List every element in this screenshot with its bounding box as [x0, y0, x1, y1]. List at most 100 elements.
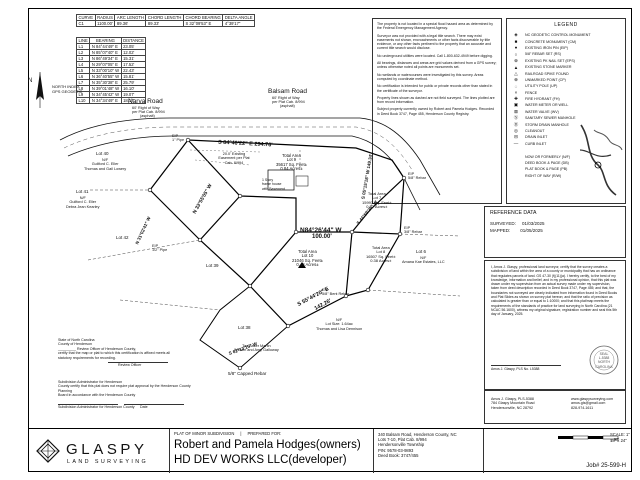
capped-rebar-label: 5/8" Capped Rebar — [228, 371, 267, 376]
legend-symbol-icon: × — [514, 90, 518, 96]
prepared-label: PREPARED FOR: — [247, 431, 282, 436]
lot-9-boundary — [187, 139, 405, 233]
monument-pin — [343, 293, 349, 299]
legend-item: ◎ CLEANOUT — [511, 128, 621, 134]
legend-label: RAILROAD SPIKE FOUND — [525, 71, 569, 76]
legend-item: ● EXISTING IRON PIN (EIP) — [511, 45, 621, 51]
lot-8-area: Total Area Lot 8 16507 Sq. Feet± 0.38 Ac… — [366, 245, 396, 264]
line-cell: N 34°34'49" E — [89, 97, 122, 104]
rebar-label-ne: EIP 5/8" Rebar — [408, 172, 427, 181]
narva-road-plat: per Plat Cab. 8/994 — [132, 110, 165, 114]
lot-6-owner: N/F Amana Kae Estates, LLC — [402, 256, 445, 265]
curve-cell: 4°39'17" — [222, 20, 256, 27]
legend-label: FIRE HYDRANT (FH) — [525, 97, 560, 102]
title-block: GLASPY LAND SURVEYING PLAT OF MINOR SUBD… — [28, 428, 632, 473]
review-officer-signature: Review Officer — [118, 363, 142, 367]
legend-item: ⊕UNMARKED POINT (CP) — [511, 77, 621, 83]
legend-symbol-icon: ◎ — [514, 128, 518, 134]
legend-item: ▣WATER METER OR WELL — [511, 102, 621, 108]
legend-item: ⊠WATER VALVE (WV) — [511, 109, 621, 115]
balsam-road-plat: per Plat Cab. 8/994 — [272, 100, 305, 104]
legend-label: EXISTING STONE MARKER — [525, 65, 572, 70]
monument-pin — [147, 187, 153, 193]
vicinity-map — [576, 120, 624, 200]
legend-symbol-icon: ○ — [514, 51, 518, 57]
legend-item: NOW OR FORMERLY (N/F) — [511, 153, 621, 159]
property-pin: PIN: 9578-03-9893 — [378, 447, 414, 453]
lot-40-owner: N/F Guilford C. Eller Thomas and Gail Lo… — [84, 158, 127, 171]
bent-rebar-label: EIP 5/8" Bent Rebar — [322, 288, 349, 297]
seal-line3: NORTH CAROLINA — [595, 360, 613, 369]
table-row: C1 1100.00' 89.36' 89.33' S 32°09'53" E … — [76, 20, 256, 27]
lot-10-west-boundary — [199, 195, 297, 287]
monument-pin — [247, 283, 253, 289]
pipe-label-w: EIP 1/2" Pipe — [152, 244, 168, 253]
legend-label: EXISTING PK NAIL SET (EPS) — [525, 58, 575, 63]
vicinity-map-graphic — [579, 124, 623, 196]
survey-note: All bearings, distances and areas are gr… — [377, 61, 497, 70]
west-boundary — [149, 139, 201, 241]
subdivision-signature: Subdivision Administrator for Henderson … — [58, 405, 135, 409]
north-label: NORTH INDEX — [52, 84, 80, 89]
plat-label: PLAT OF MINOR SUBDIVISION — [174, 431, 235, 436]
company-logo-sub: LAND SURVEYING — [67, 459, 149, 465]
lot-7-area: Total Area Lot 7 15993 Sq. Feet± 0.37 Ac… — [362, 191, 392, 210]
contact-address1: 784 Glaspy Mountain Road — [491, 401, 535, 406]
mapped-label: MAPPED: — [490, 228, 511, 233]
curve-cell: S 32°09'53" E — [182, 20, 224, 27]
contact-email: amos.gls@gmail.com — [571, 401, 606, 406]
adjoiner-southwest-owner: Tax Baker Martin William and Amy Gallowa… — [234, 344, 279, 353]
date-label: Date — [140, 405, 148, 409]
legend-label: CLEANOUT — [525, 129, 545, 134]
narva-road-row: 60' Right of Way — [132, 106, 160, 110]
legend-symbol-icon: ◌ — [514, 83, 518, 89]
legend-symbol-icon: ▣ — [513, 102, 519, 108]
legend-symbol-icon: ■ — [514, 39, 518, 45]
legend-item: PLAT BOOK & PAGE (PB) — [511, 166, 621, 172]
balsam-road-label: Balsam Road — [268, 88, 308, 95]
balsam-road-edge-north — [200, 117, 441, 196]
signature-line: Amos J. Glaspy, PLS No. L5388 — [491, 367, 540, 371]
south-boundary — [199, 285, 289, 369]
legend-symbol-icon: ⊕ — [514, 76, 518, 82]
logo-cell: GLASPY LAND SURVEYING — [28, 429, 170, 473]
legend-label: RIGHT OF WAY (R/W) — [525, 173, 562, 178]
property-lots: Lots 7-10, Plat Cab. 8/994 — [378, 437, 427, 443]
surveyor-certificate: I, Amos J. Glaspy, professional land sur… — [484, 260, 626, 390]
legend-label: STORM DRAIN MANHOLE — [525, 122, 569, 127]
legend-symbol-icon: △ — [514, 70, 518, 76]
legend-label: EXISTING IRON PIN (EIP) — [525, 45, 568, 50]
survey-note: The property is not located in a special… — [377, 22, 493, 31]
legend-symbol-icon: ◈ — [514, 32, 518, 38]
paper-size: 18" x 24" — [610, 438, 627, 443]
narva-road-edge-north — [59, 117, 200, 141]
legend-list: ◈NC GEODETIC CONTROL MONUMENT■CONCRETE M… — [511, 32, 621, 179]
bearing-middle-line: N84°26'44" W — [300, 227, 342, 234]
legend-item: ■CONCRETE MONUMENT (CM) — [511, 38, 621, 44]
subdivision-certificate: Subdivision Administrator for Henderson … — [58, 380, 191, 398]
legend-box: LEGEND ◈NC GEODETIC CONTROL MONUMENT■CON… — [506, 18, 626, 204]
surveyor-seal: SEAL L-5388 NORTH CAROLINA — [589, 345, 619, 375]
curve-table: CURVE RADIUS ARC LENGTH CHORD LENGTH CHO… — [76, 14, 256, 27]
logo-mark-icon — [36, 439, 60, 463]
contact-web: www.glaspysurveying.com — [571, 397, 614, 401]
legend-label: DEED BOOK & PAGE (DB) — [525, 161, 569, 165]
reference-data-box: REFERENCE DATA SURVEYED: 01/03/2025 MAPP… — [484, 206, 626, 258]
property-township: Hendersonville Township — [378, 442, 425, 448]
narva-road-label: Narva Road — [128, 98, 163, 105]
legend-symbol-icon: ⊟ — [514, 134, 518, 140]
legend-item: ✚FIRE HYDRANT (FH) — [511, 96, 621, 102]
legend-symbol-icon: ● — [514, 45, 518, 51]
legend-symbol-icon: ▲ — [513, 64, 519, 70]
scale-text: SCALE: 1" = 30' — [610, 432, 630, 443]
company-logo: GLASPY — [66, 441, 148, 458]
legend-label: CURB INLET — [525, 141, 547, 146]
legend-label: FENCE — [525, 90, 538, 95]
bearing-middle-distance: 100.00' — [312, 234, 332, 240]
surveyed-date: 01/03/2025 — [521, 221, 545, 226]
legend-item: ◈NC GEODETIC CONTROL MONUMENT — [511, 32, 621, 38]
legend-item: DEED BOOK & PAGE (DB) — [511, 160, 621, 166]
